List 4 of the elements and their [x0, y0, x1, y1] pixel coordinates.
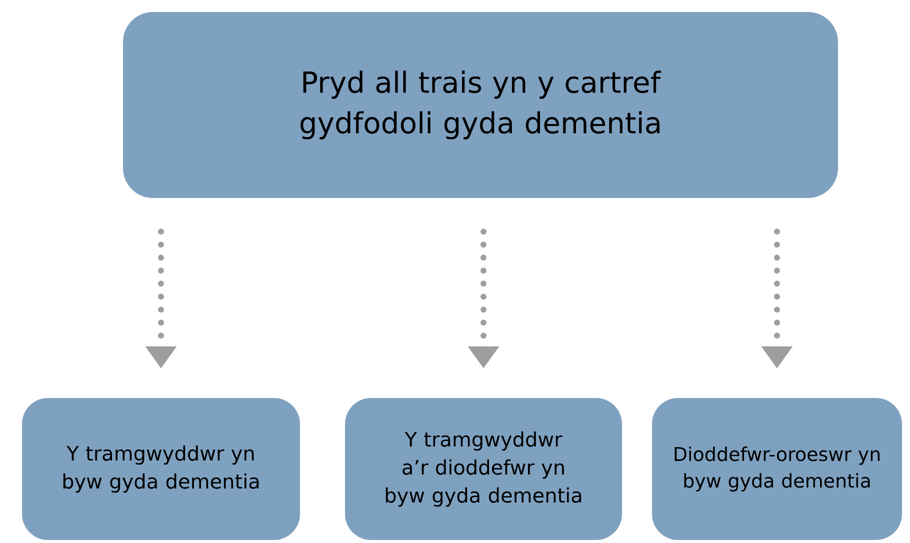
process-box: Dioddefwr-oroeswr yn byw gyda dementia [652, 398, 902, 540]
process-box: Y tramgwyddwr yn byw gyda dementia [22, 398, 300, 540]
process-box: Y tramgwyddwr a’r dioddefwr yn byw gyda dementia [345, 398, 622, 540]
process-box: Pryd all trais yn y cartref gydfodoli gyda dementia [123, 12, 838, 198]
